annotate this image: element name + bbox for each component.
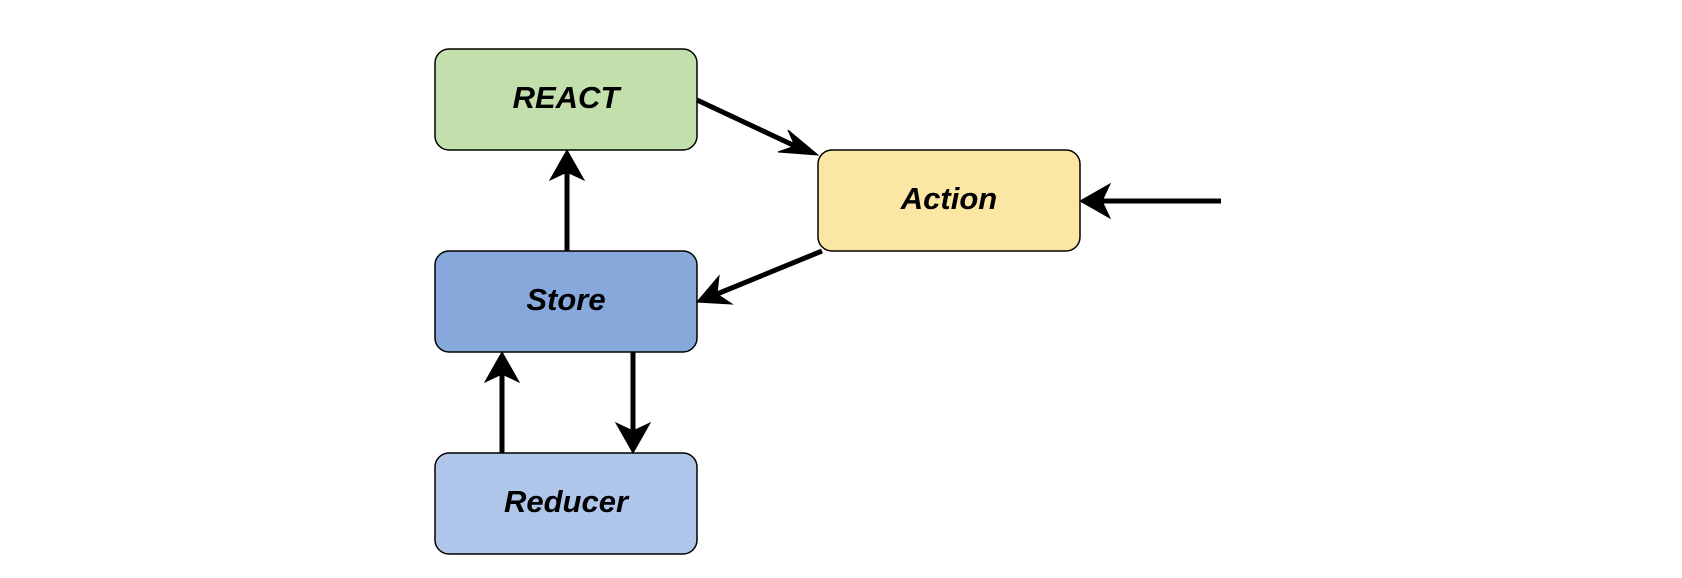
node-action-label: Action bbox=[900, 181, 997, 216]
edge-reducer-to-store bbox=[483, 350, 521, 453]
arrow-head-icon bbox=[483, 350, 521, 384]
node-store-label: Store bbox=[526, 282, 605, 317]
edge-react-to-action-line bbox=[695, 97, 797, 149]
arrow-head-icon bbox=[1078, 182, 1112, 220]
arrow-head-icon bbox=[614, 421, 652, 455]
edge-action-to-store-line bbox=[716, 248, 823, 297]
arrow-head-icon bbox=[548, 148, 586, 182]
arrow-head-icon bbox=[777, 129, 820, 156]
node-reducer-box bbox=[434, 452, 698, 555]
edge-store-to-reducer bbox=[614, 352, 652, 455]
node-react-label: REACT bbox=[513, 80, 623, 115]
node-reducer-label: Reducer bbox=[504, 484, 630, 519]
edge-external-to-action bbox=[1078, 182, 1221, 220]
node-store: Store bbox=[434, 250, 698, 353]
node-action: Action bbox=[817, 149, 1081, 252]
edge-store-to-react bbox=[548, 148, 586, 251]
arrow-head-icon bbox=[695, 274, 734, 305]
edge-action-to-store bbox=[695, 248, 823, 305]
node-react: REACT bbox=[434, 48, 698, 151]
edge-react-to-action bbox=[695, 97, 820, 156]
node-reducer: Reducer bbox=[434, 452, 698, 555]
node-react-box bbox=[434, 48, 698, 151]
